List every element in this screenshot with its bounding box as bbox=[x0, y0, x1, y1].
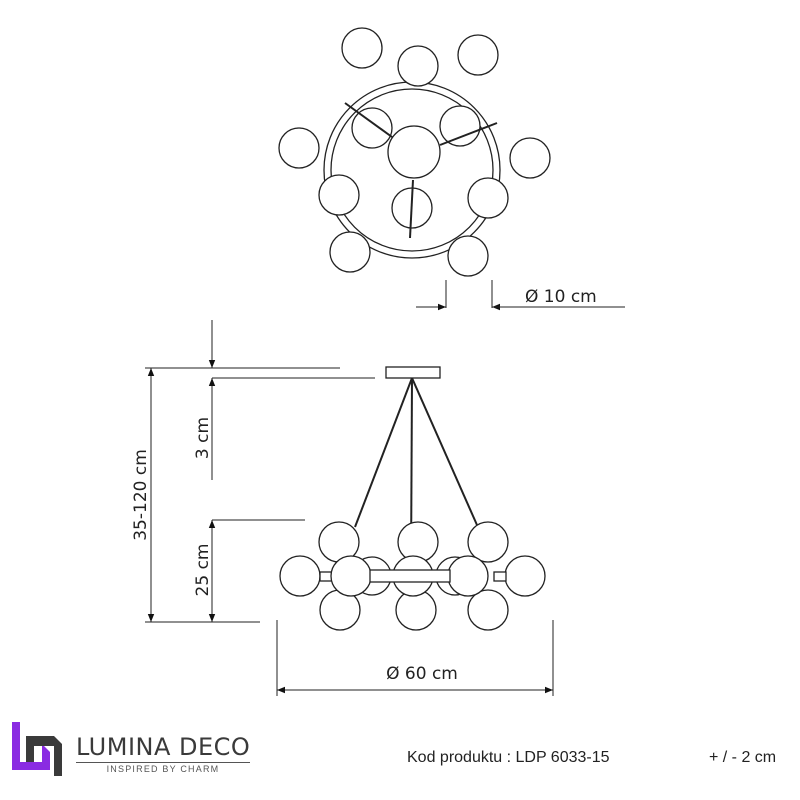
dimension-lines bbox=[145, 320, 554, 696]
globe-diameter-label: Ø 10 cm bbox=[525, 287, 597, 307]
top-view bbox=[278, 27, 551, 277]
product-code: Kod produktu : LDP 6033-15 bbox=[407, 749, 610, 766]
brand-name: LUMINA DECO bbox=[76, 733, 251, 761]
globe-diameter-dimension bbox=[416, 280, 625, 311]
canopy-height-label: 3 cm bbox=[193, 417, 213, 459]
brand-tagline: INSPIRED BY CHARM bbox=[76, 762, 250, 774]
overall-diameter-label: Ø 60 cm bbox=[386, 664, 458, 684]
side-view bbox=[279, 366, 546, 631]
brand-logo-icon bbox=[12, 722, 62, 776]
height-range-label: 35-120 cm bbox=[131, 449, 151, 541]
body-height-label: 25 cm bbox=[193, 544, 213, 597]
tolerance: + / - 2 cm bbox=[709, 749, 777, 766]
